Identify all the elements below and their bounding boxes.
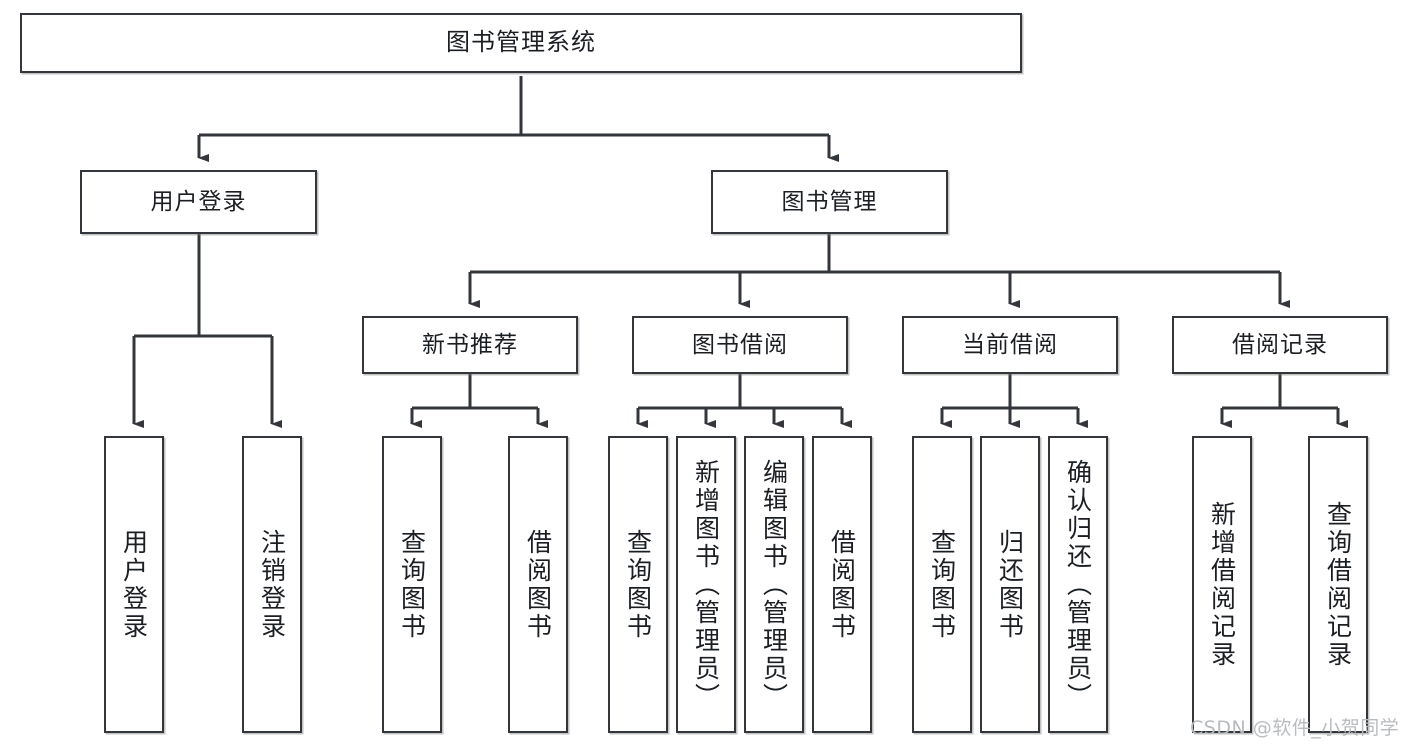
node-label: 图书借阅 bbox=[692, 331, 788, 358]
csdn-watermark: CSDN @软件_小贺同学 bbox=[1190, 717, 1400, 739]
node-leaf-return-book[interactable]: 归还图书 bbox=[980, 436, 1040, 733]
node-label: 查询借阅记录 bbox=[1323, 500, 1353, 669]
node-leaf-edit-book[interactable]: 编辑图书（管理员） bbox=[744, 436, 804, 733]
node-label: 确认归还（管理员） bbox=[1063, 458, 1093, 711]
node-book-borrow[interactable]: 图书借阅 bbox=[632, 316, 848, 374]
node-label: 借阅图书 bbox=[523, 528, 553, 641]
node-label: 查询图书 bbox=[397, 528, 427, 641]
node-borrow-record[interactable]: 借阅记录 bbox=[1172, 316, 1388, 374]
node-label: 用户登录 bbox=[119, 528, 149, 641]
node-leaf-query-book-recommend[interactable]: 查询图书 bbox=[382, 436, 442, 733]
node-leaf-logout-login[interactable]: 注销登录 bbox=[242, 436, 302, 733]
node-root-system[interactable]: 图书管理系统 bbox=[20, 13, 1022, 73]
node-user-login[interactable]: 用户登录 bbox=[80, 170, 317, 234]
node-current-borrow[interactable]: 当前借阅 bbox=[902, 316, 1118, 374]
node-label: 借阅图书 bbox=[827, 528, 857, 641]
node-leaf-add-borrow-record[interactable]: 新增借阅记录 bbox=[1192, 436, 1252, 733]
node-leaf-user-login[interactable]: 用户登录 bbox=[104, 436, 164, 733]
node-label: 图书管理 bbox=[781, 188, 878, 215]
node-leaf-borrow-book-recommend[interactable]: 借阅图书 bbox=[508, 436, 568, 733]
node-label: 当前借阅 bbox=[962, 331, 1058, 358]
node-leaf-query-book-borrow[interactable]: 查询图书 bbox=[608, 436, 668, 733]
node-label: 注销登录 bbox=[257, 528, 287, 641]
node-new-book-recommend[interactable]: 新书推荐 bbox=[362, 316, 578, 374]
node-leaf-borrow-book[interactable]: 借阅图书 bbox=[812, 436, 872, 733]
node-label: 用户登录 bbox=[150, 188, 247, 215]
node-label: 查询图书 bbox=[623, 528, 653, 641]
node-label: 借阅记录 bbox=[1232, 331, 1328, 358]
node-book-manage[interactable]: 图书管理 bbox=[711, 170, 948, 234]
node-label: 新书推荐 bbox=[422, 331, 518, 358]
node-label: 新增借阅记录 bbox=[1207, 500, 1237, 669]
node-label: 编辑图书（管理员） bbox=[759, 458, 789, 711]
node-leaf-confirm-return[interactable]: 确认归还（管理员） bbox=[1048, 436, 1108, 733]
node-label: 归还图书 bbox=[995, 528, 1025, 641]
node-label: 图书管理系统 bbox=[446, 28, 596, 57]
node-leaf-query-borrow-record[interactable]: 查询借阅记录 bbox=[1308, 436, 1368, 733]
node-label: 查询图书 bbox=[927, 528, 957, 641]
node-label: 新增图书（管理员） bbox=[691, 458, 721, 711]
node-leaf-query-book-current[interactable]: 查询图书 bbox=[912, 436, 972, 733]
node-leaf-add-book[interactable]: 新增图书（管理员） bbox=[676, 436, 736, 733]
